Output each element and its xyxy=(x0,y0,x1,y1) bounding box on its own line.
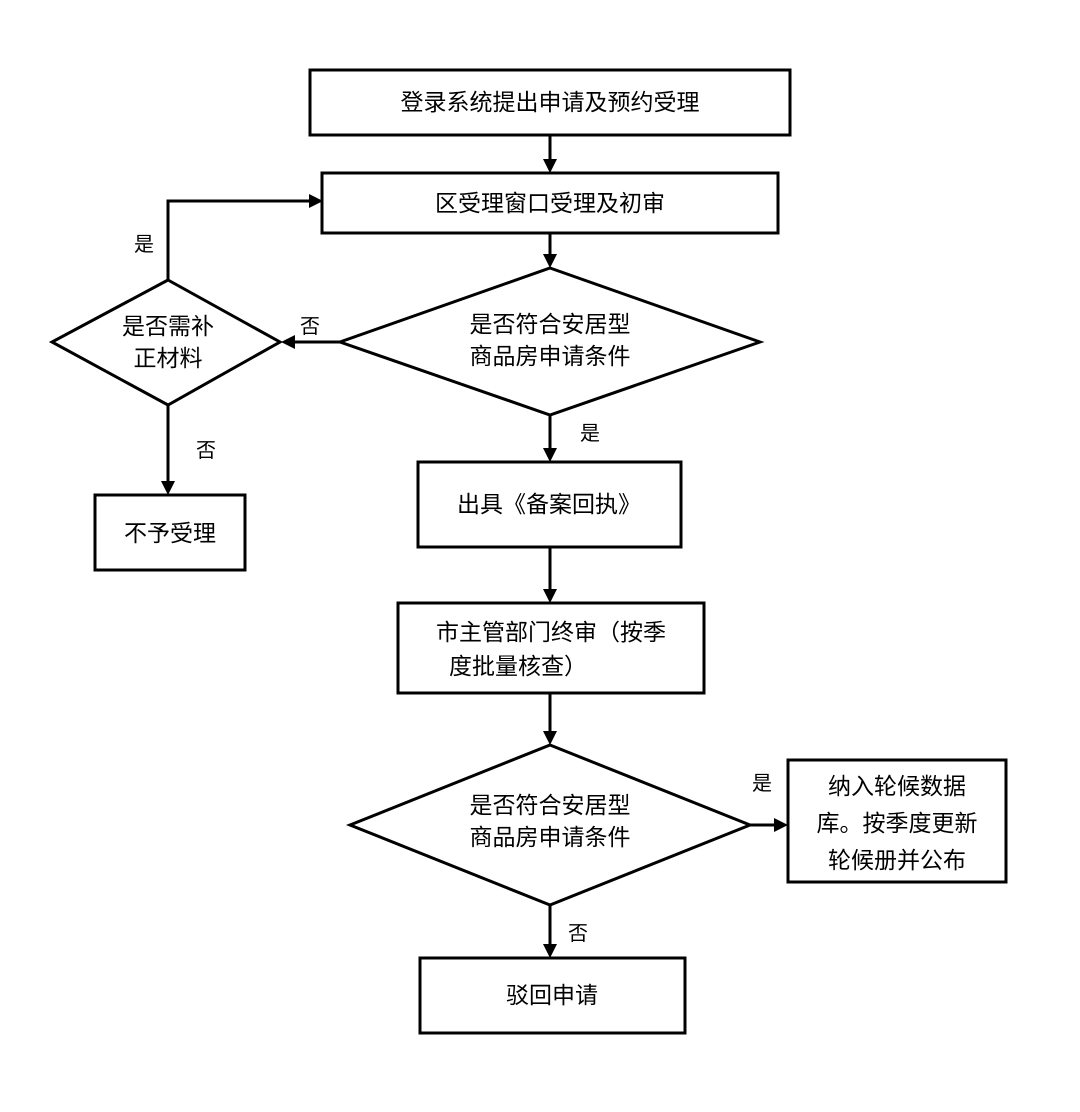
decision-eligibility-1-line-1: 是否符合安居型 xyxy=(470,312,631,338)
node-reject-application: 驳回申请 xyxy=(418,956,687,1035)
node-waitlist-database: 纳入轮候数据 库。按季度更新 轮候册并公布 xyxy=(786,758,1008,884)
node-login-line-1: 登录系统提出申请及预约受理 xyxy=(401,90,700,116)
arrow-receipt-to-city xyxy=(543,547,557,603)
node-city-review-line-1: 市主管部门终审（按季 xyxy=(436,620,666,646)
decision-supplement-line-2: 正材料 xyxy=(134,346,203,372)
node-reject-application-line-1: 驳回申请 xyxy=(506,983,598,1009)
node-waitlist-database-line-3: 轮候册并公布 xyxy=(828,848,966,874)
decision-eligibility-2: 是否符合安居型 商品房申请条件 xyxy=(345,743,755,907)
edge-label-decision-2-yes: 是 xyxy=(752,771,772,795)
node-waitlist-database-line-1: 纳入轮候数据 xyxy=(828,774,966,800)
arrow-login-to-district xyxy=(543,135,557,173)
node-receipt: 出具《备案回执》 xyxy=(416,460,683,549)
node-district-review: 区受理窗口受理及初审 xyxy=(320,171,780,235)
arrow-decision-2-yes xyxy=(750,818,788,832)
node-login: 登录系统提出申请及预约受理 xyxy=(308,68,792,137)
edge-label-decision-1-yes: 是 xyxy=(580,421,600,445)
decision-eligibility-1: 是否符合安居型 商品房申请条件 xyxy=(335,266,765,417)
edge-label-supplement-no: 否 xyxy=(196,438,216,462)
node-city-review: 市主管部门终审（按季 度批量核查） xyxy=(396,601,706,695)
node-not-accepted-line-1: 不予受理 xyxy=(124,521,216,547)
arrow-district-to-decision-1 xyxy=(543,233,557,268)
arrow-decision-2-no xyxy=(543,905,557,958)
node-receipt-line-1: 出具《备案回执》 xyxy=(457,492,641,518)
node-waitlist-database-line-2: 库。按季度更新 xyxy=(817,811,978,837)
decision-eligibility-1-line-2: 商品房申请条件 xyxy=(470,344,631,370)
decision-supplement: 是否需补 正材料 xyxy=(48,278,284,407)
decision-supplement-line-1: 是否需补 xyxy=(122,314,214,340)
arrow-supplement-no xyxy=(161,405,175,495)
node-city-review-line-2: 度批量核查） xyxy=(449,654,587,680)
edge-label-decision-1-no: 否 xyxy=(300,314,320,338)
node-not-accepted: 不予受理 xyxy=(93,493,247,572)
decision-eligibility-2-line-2: 商品房申请条件 xyxy=(470,825,631,851)
arrow-decision-1-yes xyxy=(543,415,557,462)
arrow-supplement-yes xyxy=(166,194,323,280)
decision-eligibility-2-line-1: 是否符合安居型 xyxy=(470,793,631,819)
arrow-decision-1-no xyxy=(281,335,340,349)
edge-label-decision-2-no: 否 xyxy=(568,921,588,945)
node-district-review-line-1: 区受理窗口受理及初审 xyxy=(435,191,665,217)
edge-label-supplement-yes: 是 xyxy=(134,232,154,256)
arrow-city-to-decision-2 xyxy=(543,693,557,745)
